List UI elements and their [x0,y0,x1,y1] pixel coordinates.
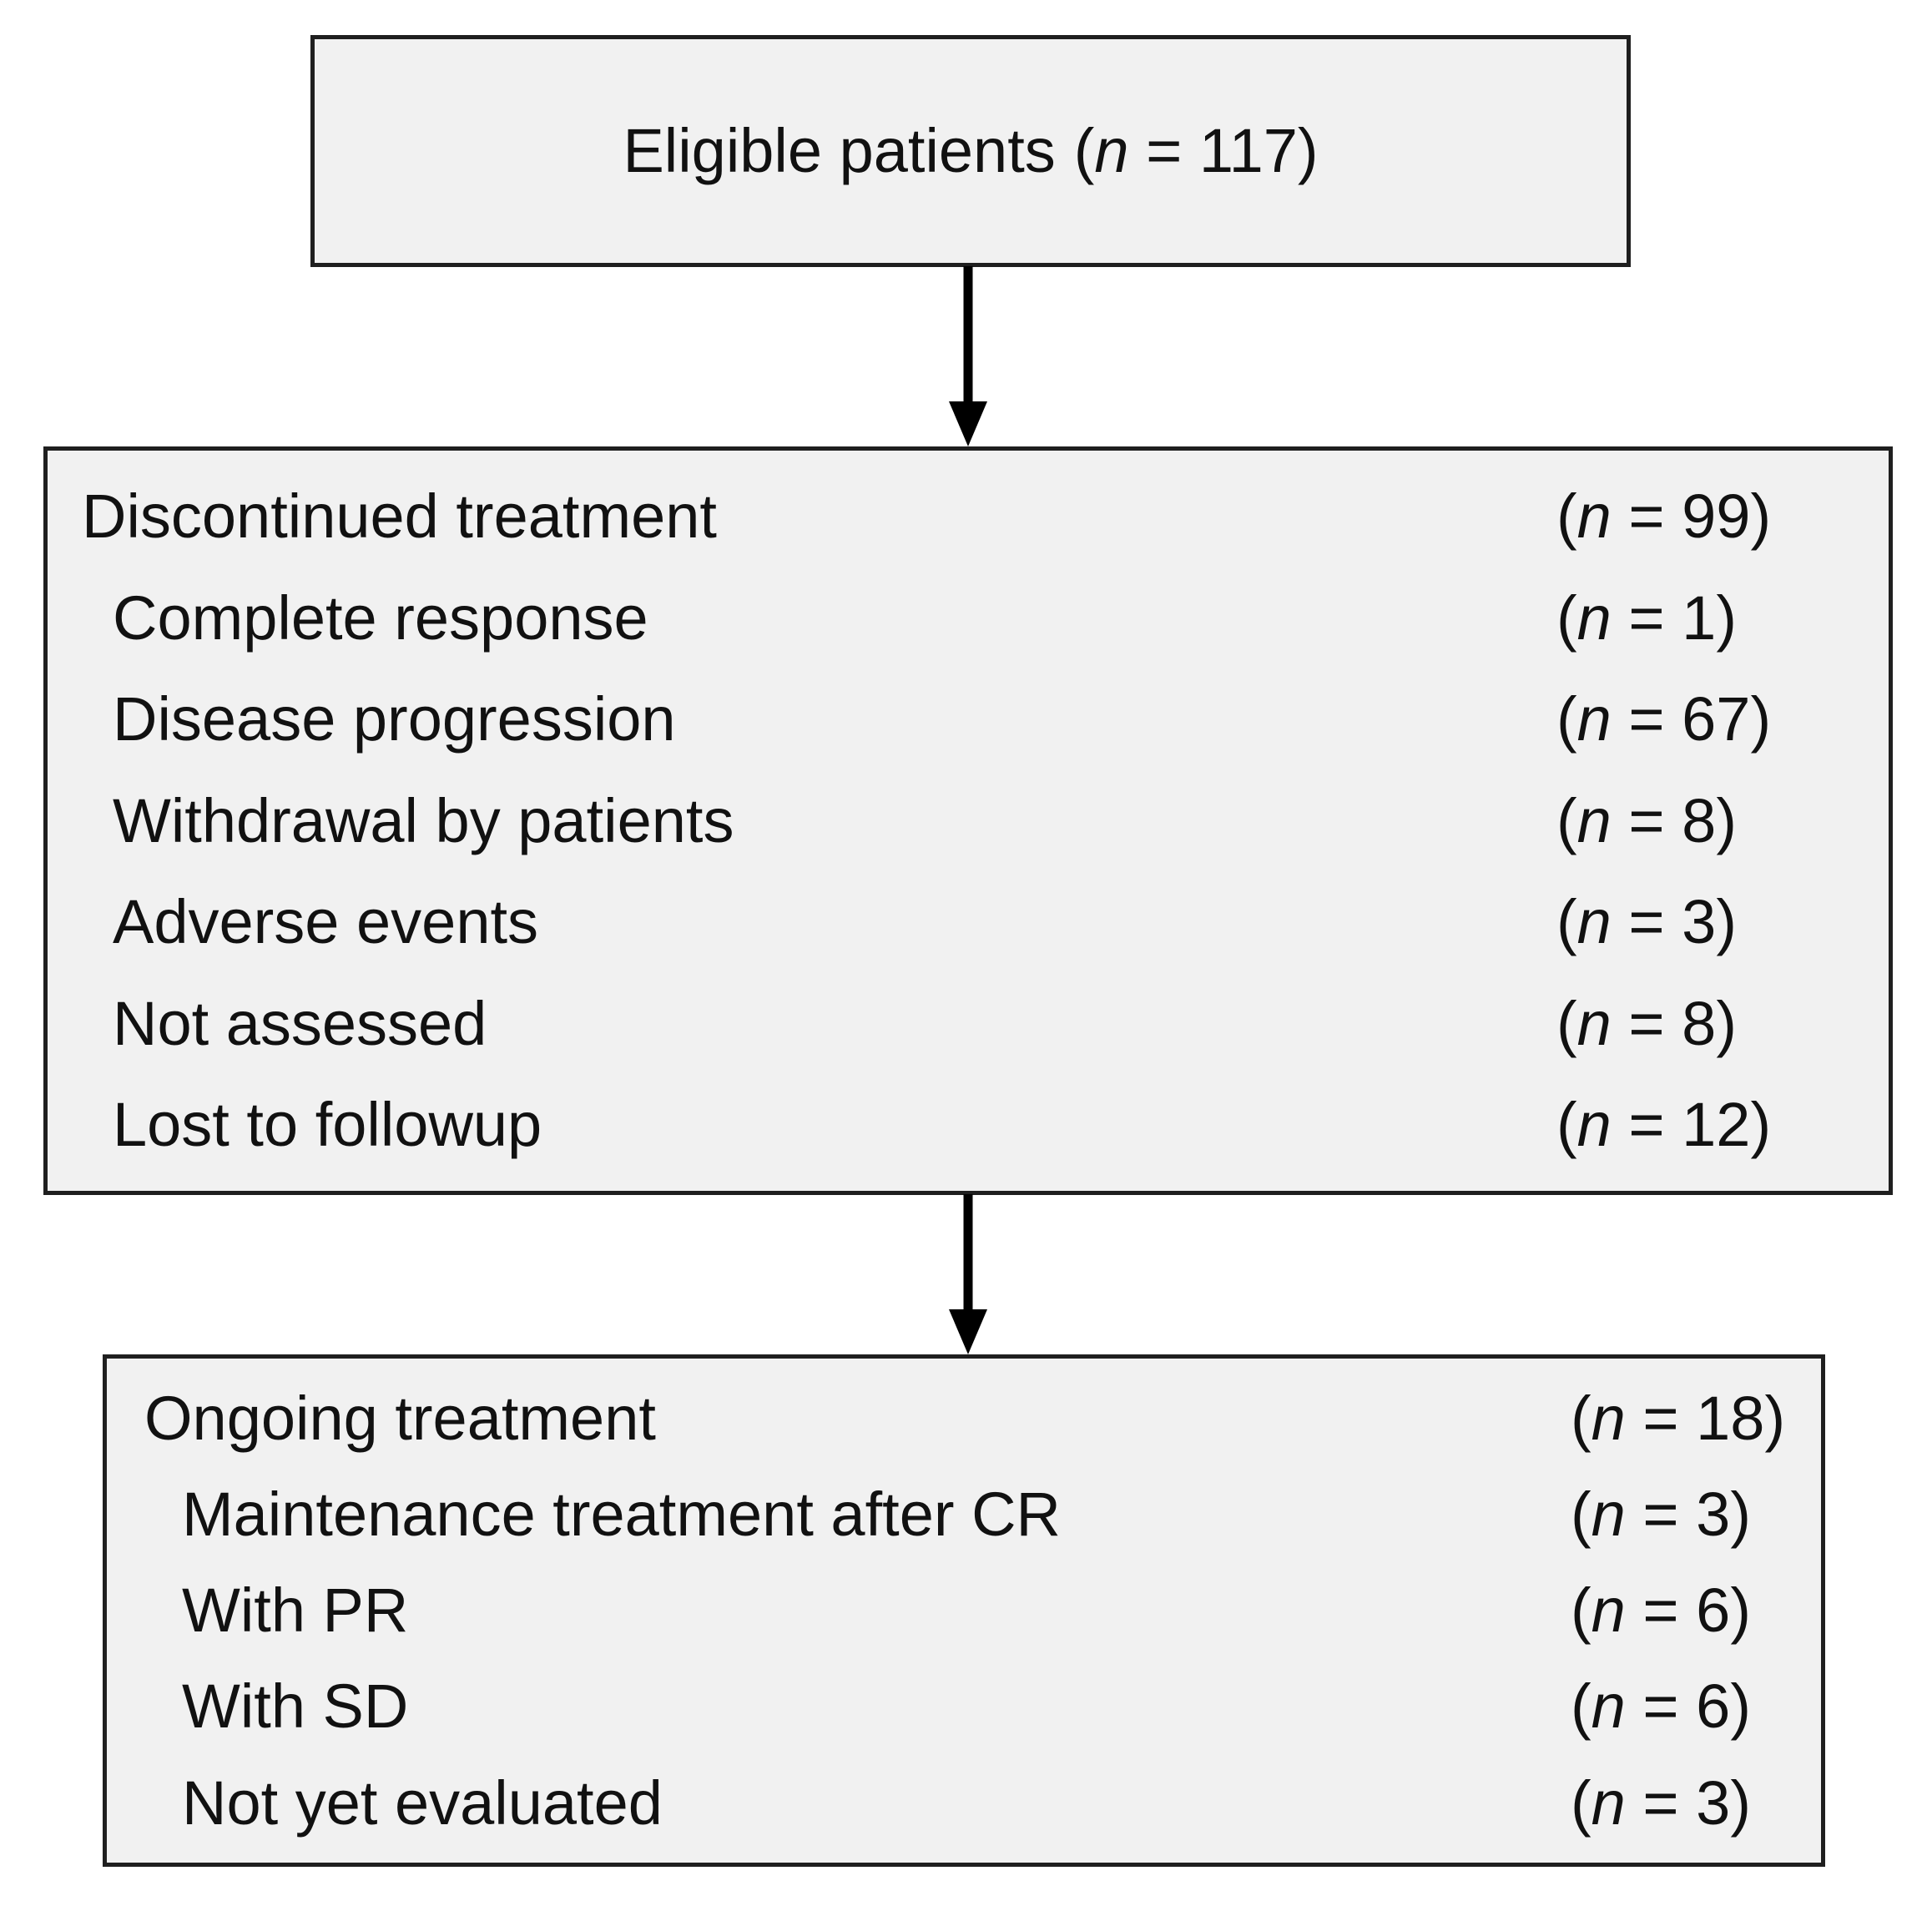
row-count: (n = 67) [1556,684,1772,754]
row-label: Disease progression [113,684,676,754]
flow-row: Disease progression (n = 67) [48,685,1889,753]
row-count: (n = 6) [1571,1576,1751,1646]
n-symbol: n [1576,1090,1612,1160]
n-symbol: n [1591,1767,1626,1838]
down-arrow-icon [949,266,987,446]
row-count: (n = 6) [1571,1672,1751,1742]
row-count: (n = 117) [1073,116,1319,186]
row-count: (n = 8) [1556,988,1737,1058]
row-count: (n = 18) [1571,1383,1786,1453]
flow-row-header: Discontinued treatment (n = 99) [48,482,1889,550]
row-label: With PR [182,1576,409,1646]
n-symbol: n [1591,1480,1626,1550]
n-symbol: n [1576,482,1612,552]
flow-row: Withdrawal by patients (n = 8) [48,787,1889,855]
down-arrow-icon [949,1194,987,1354]
row-count: (n = 3) [1571,1767,1751,1838]
flow-row: Lost to followup (n = 12) [48,1091,1889,1158]
row-label: Maintenance treatment after CR [182,1480,1061,1550]
row-label: Not assessed [113,988,487,1058]
flow-row: With SD (n = 6) [107,1672,1821,1740]
row-label: Lost to followup [113,1090,542,1160]
row-count: (n = 1) [1556,582,1737,653]
row-label: Complete response [113,582,648,653]
flow-row: Adverse events (n = 3) [48,888,1889,956]
row-count: (n = 8) [1556,785,1737,855]
box-eligible-patients: Eligible patients(n = 117) [310,35,1631,267]
flow-row: Complete response (n = 1) [48,582,1889,653]
row-label: Discontinued treatment [82,482,717,552]
n-symbol: n [1576,785,1612,855]
flow-row: Maintenance treatment after CR (n = 3) [107,1480,1821,1548]
row-label: Adverse events [113,887,539,957]
n-symbol: n [1591,1576,1626,1646]
flow-row-header: Ongoing treatment (n = 18) [107,1384,1821,1452]
flow-row: Not assessed (n = 8) [48,990,1889,1057]
row-label: Ongoing treatment [144,1383,656,1453]
row-label: Not yet evaluated [182,1767,663,1838]
box-ongoing-treatment: Ongoing treatment (n = 18) Maintenance t… [103,1354,1825,1867]
row-label: With SD [182,1672,409,1742]
row-count: (n = 12) [1556,1090,1772,1160]
n-symbol: n [1576,684,1612,754]
n-symbol: n [1576,988,1612,1058]
n-symbol: n [1591,1383,1626,1453]
row-count: (n = 99) [1556,482,1772,552]
flow-row: Eligible patients(n = 117) [623,117,1318,184]
box-discontinued-treatment: Discontinued treatment (n = 99) Complete… [43,446,1893,1195]
flow-row: Not yet evaluated (n = 3) [107,1767,1821,1838]
n-symbol: n [1591,1672,1626,1742]
n-symbol: n [1576,582,1612,653]
row-count: (n = 3) [1556,887,1737,957]
row-label: Withdrawal by patients [113,785,734,855]
n-symbol: n [1576,887,1612,957]
n-symbol: n [1094,116,1129,186]
flow-row: With PR (n = 6) [107,1576,1821,1644]
row-count: (n = 3) [1571,1480,1751,1550]
row-label: Eligible patients [623,116,1056,186]
